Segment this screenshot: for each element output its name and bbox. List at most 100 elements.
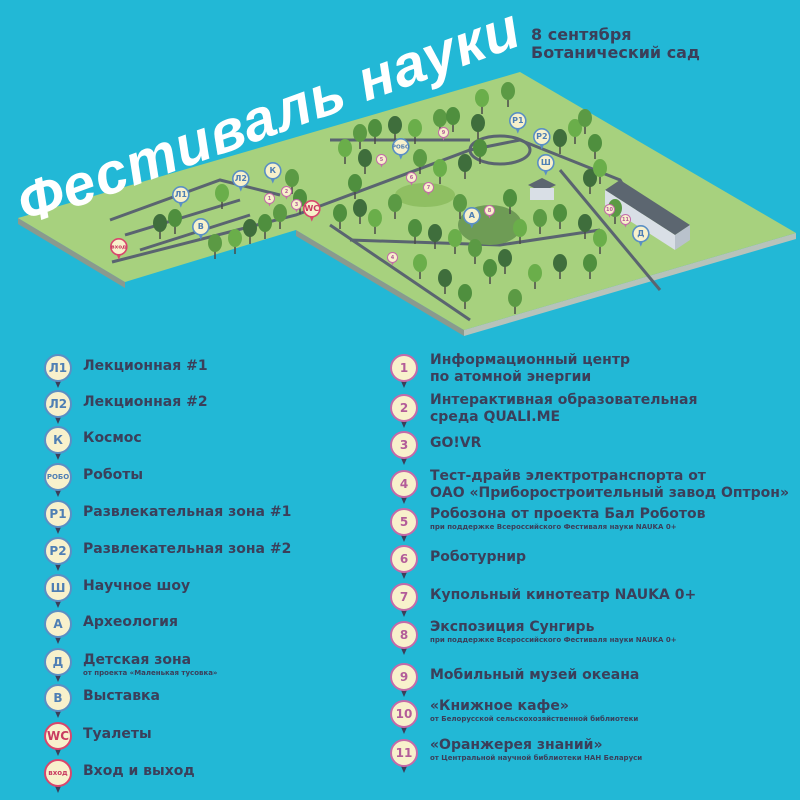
legend-label: Развлекательная зона #2 <box>83 541 292 557</box>
map-pin-4[interactable]: 4 <box>387 252 398 267</box>
pin-label: РОБО <box>44 463 72 491</box>
map-pin-a[interactable]: А <box>463 207 481 231</box>
pin-label: Р1 <box>44 500 72 528</box>
legend-zone-item: Вход и выход <box>83 763 195 780</box>
legend-icon-6: Р2 <box>44 537 74 573</box>
pin-label: Д <box>632 225 650 243</box>
pin-label: 3 <box>291 199 302 210</box>
tree <box>483 259 497 284</box>
map-pin-r2[interactable]: Р2 <box>533 128 551 152</box>
legend-icon-4: РОБО <box>44 463 74 499</box>
pin-label: 6 <box>406 172 417 183</box>
legend-label: Выставка <box>83 688 160 704</box>
pin-label: 10 <box>390 700 418 728</box>
legend-activity-item: Роботурнир <box>430 549 526 566</box>
pin-label: Ш <box>537 154 555 172</box>
map-pin-7[interactable]: 7 <box>423 182 434 197</box>
map-pin-1[interactable]: 1 <box>264 193 275 208</box>
pin-label: Д <box>44 648 72 676</box>
legend-zone-item: Выставка <box>83 688 160 705</box>
map-pin-10[interactable]: 10 <box>604 204 615 219</box>
tree <box>228 229 242 254</box>
legend-zone-item: Лекционная #1 <box>83 358 208 375</box>
map-pin-l1[interactable]: Л1 <box>172 186 190 210</box>
trees <box>153 82 622 314</box>
pin-label: 8 <box>484 205 495 216</box>
pin-label: Л2 <box>232 170 250 188</box>
legend-zone-item: Развлекательная зона #2 <box>83 541 291 558</box>
map-pin-11[interactable]: 11 <box>620 214 631 229</box>
legend-activity-item: Мобильный музей океана <box>430 667 639 684</box>
tree <box>358 149 372 174</box>
legend-label: Археология <box>83 614 178 630</box>
legend-zone-item: Археология <box>83 614 178 631</box>
legend-icon-num-2: 2 <box>390 394 420 430</box>
legend-label: Роботы <box>83 467 144 483</box>
pin-label: 6 <box>390 545 418 573</box>
tree <box>446 107 460 132</box>
legend-zone-item: Туалеты <box>83 726 152 743</box>
legend-icon-10: В <box>44 684 74 720</box>
tree <box>473 139 487 164</box>
legend-activity-item: «Книжное кафе»от Белорусской сельскохозя… <box>430 698 638 724</box>
legend-label: «Оранжерея знаний» <box>430 737 603 753</box>
tree <box>553 254 567 279</box>
tree <box>408 219 422 244</box>
legend-icon-8: А <box>44 610 74 646</box>
pin-label: К <box>264 162 282 180</box>
map-pin-wc[interactable]: WC <box>303 200 321 224</box>
map-pin-8[interactable]: 8 <box>484 205 495 220</box>
pin-label: 3 <box>390 431 418 459</box>
map-pin-9[interactable]: 9 <box>438 127 449 142</box>
legend-icon-num-5: 5 <box>390 508 420 544</box>
map-pin-entry[interactable]: вход <box>110 238 128 262</box>
pin-label: 1 <box>390 354 418 382</box>
tree <box>413 254 427 279</box>
map-pin-robo[interactable]: РОБО <box>392 138 410 162</box>
pin-label: 11 <box>390 739 418 767</box>
event-date: 8 сентября <box>531 25 632 44</box>
legend-activity-item: Купольный кинотеатр NAUKA 0+ <box>430 587 696 604</box>
pin-label: А <box>463 207 481 225</box>
tree <box>153 214 167 239</box>
map-pin-l2[interactable]: Л2 <box>232 170 250 194</box>
map-pin-5[interactable]: 5 <box>376 154 387 169</box>
map-pin-sh[interactable]: Ш <box>537 154 555 178</box>
pin-label: WC <box>44 722 72 750</box>
map-pin-r1[interactable]: Р1 <box>509 112 527 136</box>
legend-label: Вход и выход <box>83 763 195 779</box>
tree <box>258 214 272 239</box>
legend-zone-item: Научное шоу <box>83 578 190 595</box>
map-pin-3[interactable]: 3 <box>291 199 302 214</box>
map-pin-v[interactable]: В <box>192 218 210 242</box>
legend-icon-num-11: 11 <box>390 739 420 775</box>
legend-activity-item: GO!VR <box>430 435 481 452</box>
tree <box>553 204 567 229</box>
legend-zone-item: Роботы <box>83 467 143 484</box>
legend-activity-item: «Оранжерея знаний»от Центральной научной… <box>430 737 642 763</box>
tree <box>353 124 367 149</box>
map-ground-side <box>296 230 464 336</box>
legend-label: Купольный кинотеатр NAUKA 0+ <box>430 587 697 603</box>
legend-label: Роботурнир <box>430 549 527 565</box>
legend-icon-num-8: 8 <box>390 621 420 657</box>
map-pin-2[interactable]: 2 <box>281 186 292 201</box>
map-pin-6[interactable]: 6 <box>406 172 417 187</box>
tree <box>168 209 182 234</box>
pin-label: В <box>192 218 210 236</box>
tree <box>438 269 452 294</box>
map-pin-k[interactable]: К <box>264 162 282 186</box>
tree <box>413 149 427 174</box>
pin-label: РОБО <box>392 138 410 156</box>
pin-label: Р1 <box>509 112 527 130</box>
map-pin-d[interactable]: Д <box>632 225 650 249</box>
legend-label: Интерактивная образовательная <box>430 392 698 408</box>
pin-label: 4 <box>390 470 418 498</box>
pin-label: вход <box>110 238 128 256</box>
legend-label: GO!VR <box>430 435 482 451</box>
tree <box>338 139 352 164</box>
pin-label: А <box>44 610 72 638</box>
